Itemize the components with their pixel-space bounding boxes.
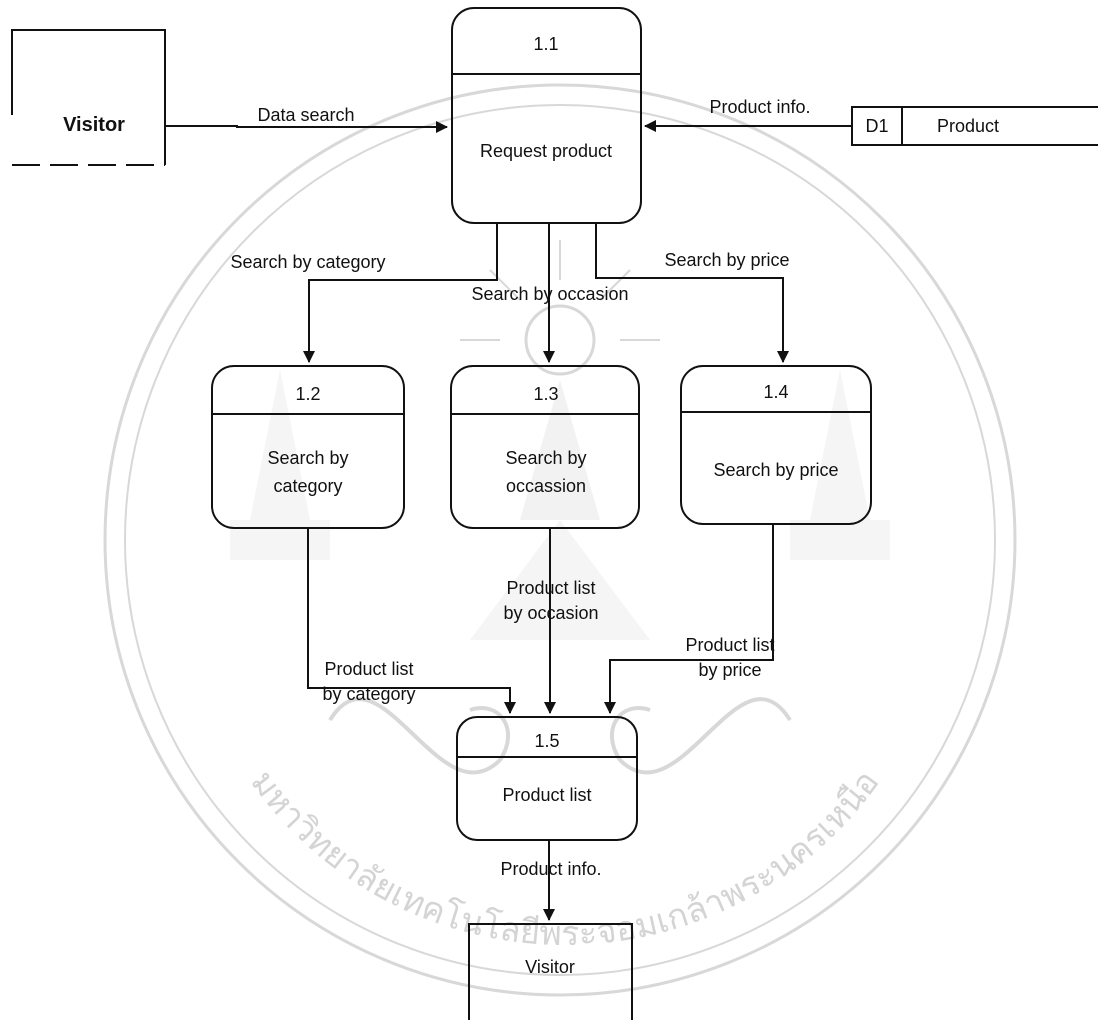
process-1-5-id: 1.5: [534, 731, 559, 751]
process-1-3-name-line2: occassion: [506, 476, 586, 496]
visitor-sink-label: Visitor: [525, 957, 575, 977]
flow-product-list-by-category-label-2: by category: [322, 684, 415, 704]
process-1-3-name-line1: Search by: [505, 448, 586, 468]
process-1-3-id: 1.3: [533, 384, 558, 404]
flow-search-by-category: Search by category: [230, 223, 498, 363]
process-1-1: 1.1 Request product: [451, 7, 642, 224]
flow-product-list-by-category: Product list by category: [307, 528, 516, 714]
flow-product-info-out-label: Product info.: [500, 859, 601, 879]
flow-product-list-by-price: Product list by price: [604, 524, 775, 714]
flow-product-list-by-category-label-1: Product list: [324, 659, 413, 679]
flow-product-list-by-occasion: Product list by occasion: [503, 528, 599, 714]
process-1-4-id: 1.4: [763, 382, 788, 402]
process-1-2-name-line2: category: [273, 476, 342, 496]
process-1-4-name: Search by price: [713, 460, 838, 480]
process-1-5: 1.5 Product list: [456, 716, 638, 841]
process-1-2: 1.2 Search by category: [211, 365, 405, 529]
flow-search-by-price: Search by price: [595, 223, 790, 363]
process-1-4: 1.4 Search by price: [680, 365, 872, 525]
flow-data-search-label: Data search: [257, 105, 354, 125]
data-store-id: D1: [865, 116, 888, 136]
flow-product-list-by-price-label-1: Product list: [685, 635, 774, 655]
flow-product-list-by-price-label-2: by price: [698, 660, 761, 680]
flow-product-info-out: Product info.: [500, 840, 602, 921]
flow-product-list-by-occasion-label-1: Product list: [506, 578, 595, 598]
process-1-5-name: Product list: [502, 785, 591, 805]
flow-product-info-in: Product info.: [644, 97, 852, 132]
data-store-name: Product: [937, 116, 999, 136]
flow-search-by-category-label: Search by category: [230, 252, 385, 272]
external-entity-visitor-source: Visitor: [11, 29, 166, 166]
data-store-d1: D1 Product: [851, 106, 1098, 146]
flow-data-search: Data search: [165, 105, 448, 133]
process-1-2-name-line1: Search by: [267, 448, 348, 468]
flow-search-by-price-label: Search by price: [664, 250, 789, 270]
process-1-2-id: 1.2: [295, 384, 320, 404]
flow-product-info-in-label: Product info.: [709, 97, 810, 117]
flow-product-list-by-occasion-label-2: by occasion: [503, 603, 598, 623]
process-1-3: 1.3 Search by occassion: [450, 365, 640, 529]
flow-search-by-occasion-label: Search by occasion: [471, 284, 628, 304]
external-entity-visitor-sink: Visitor: [468, 923, 633, 1020]
process-1-1-name: Request product: [480, 141, 612, 161]
flow-search-by-occasion: Search by occasion: [471, 223, 629, 363]
process-1-1-id: 1.1: [533, 34, 558, 54]
visitor-source-label: Visitor: [63, 114, 125, 136]
